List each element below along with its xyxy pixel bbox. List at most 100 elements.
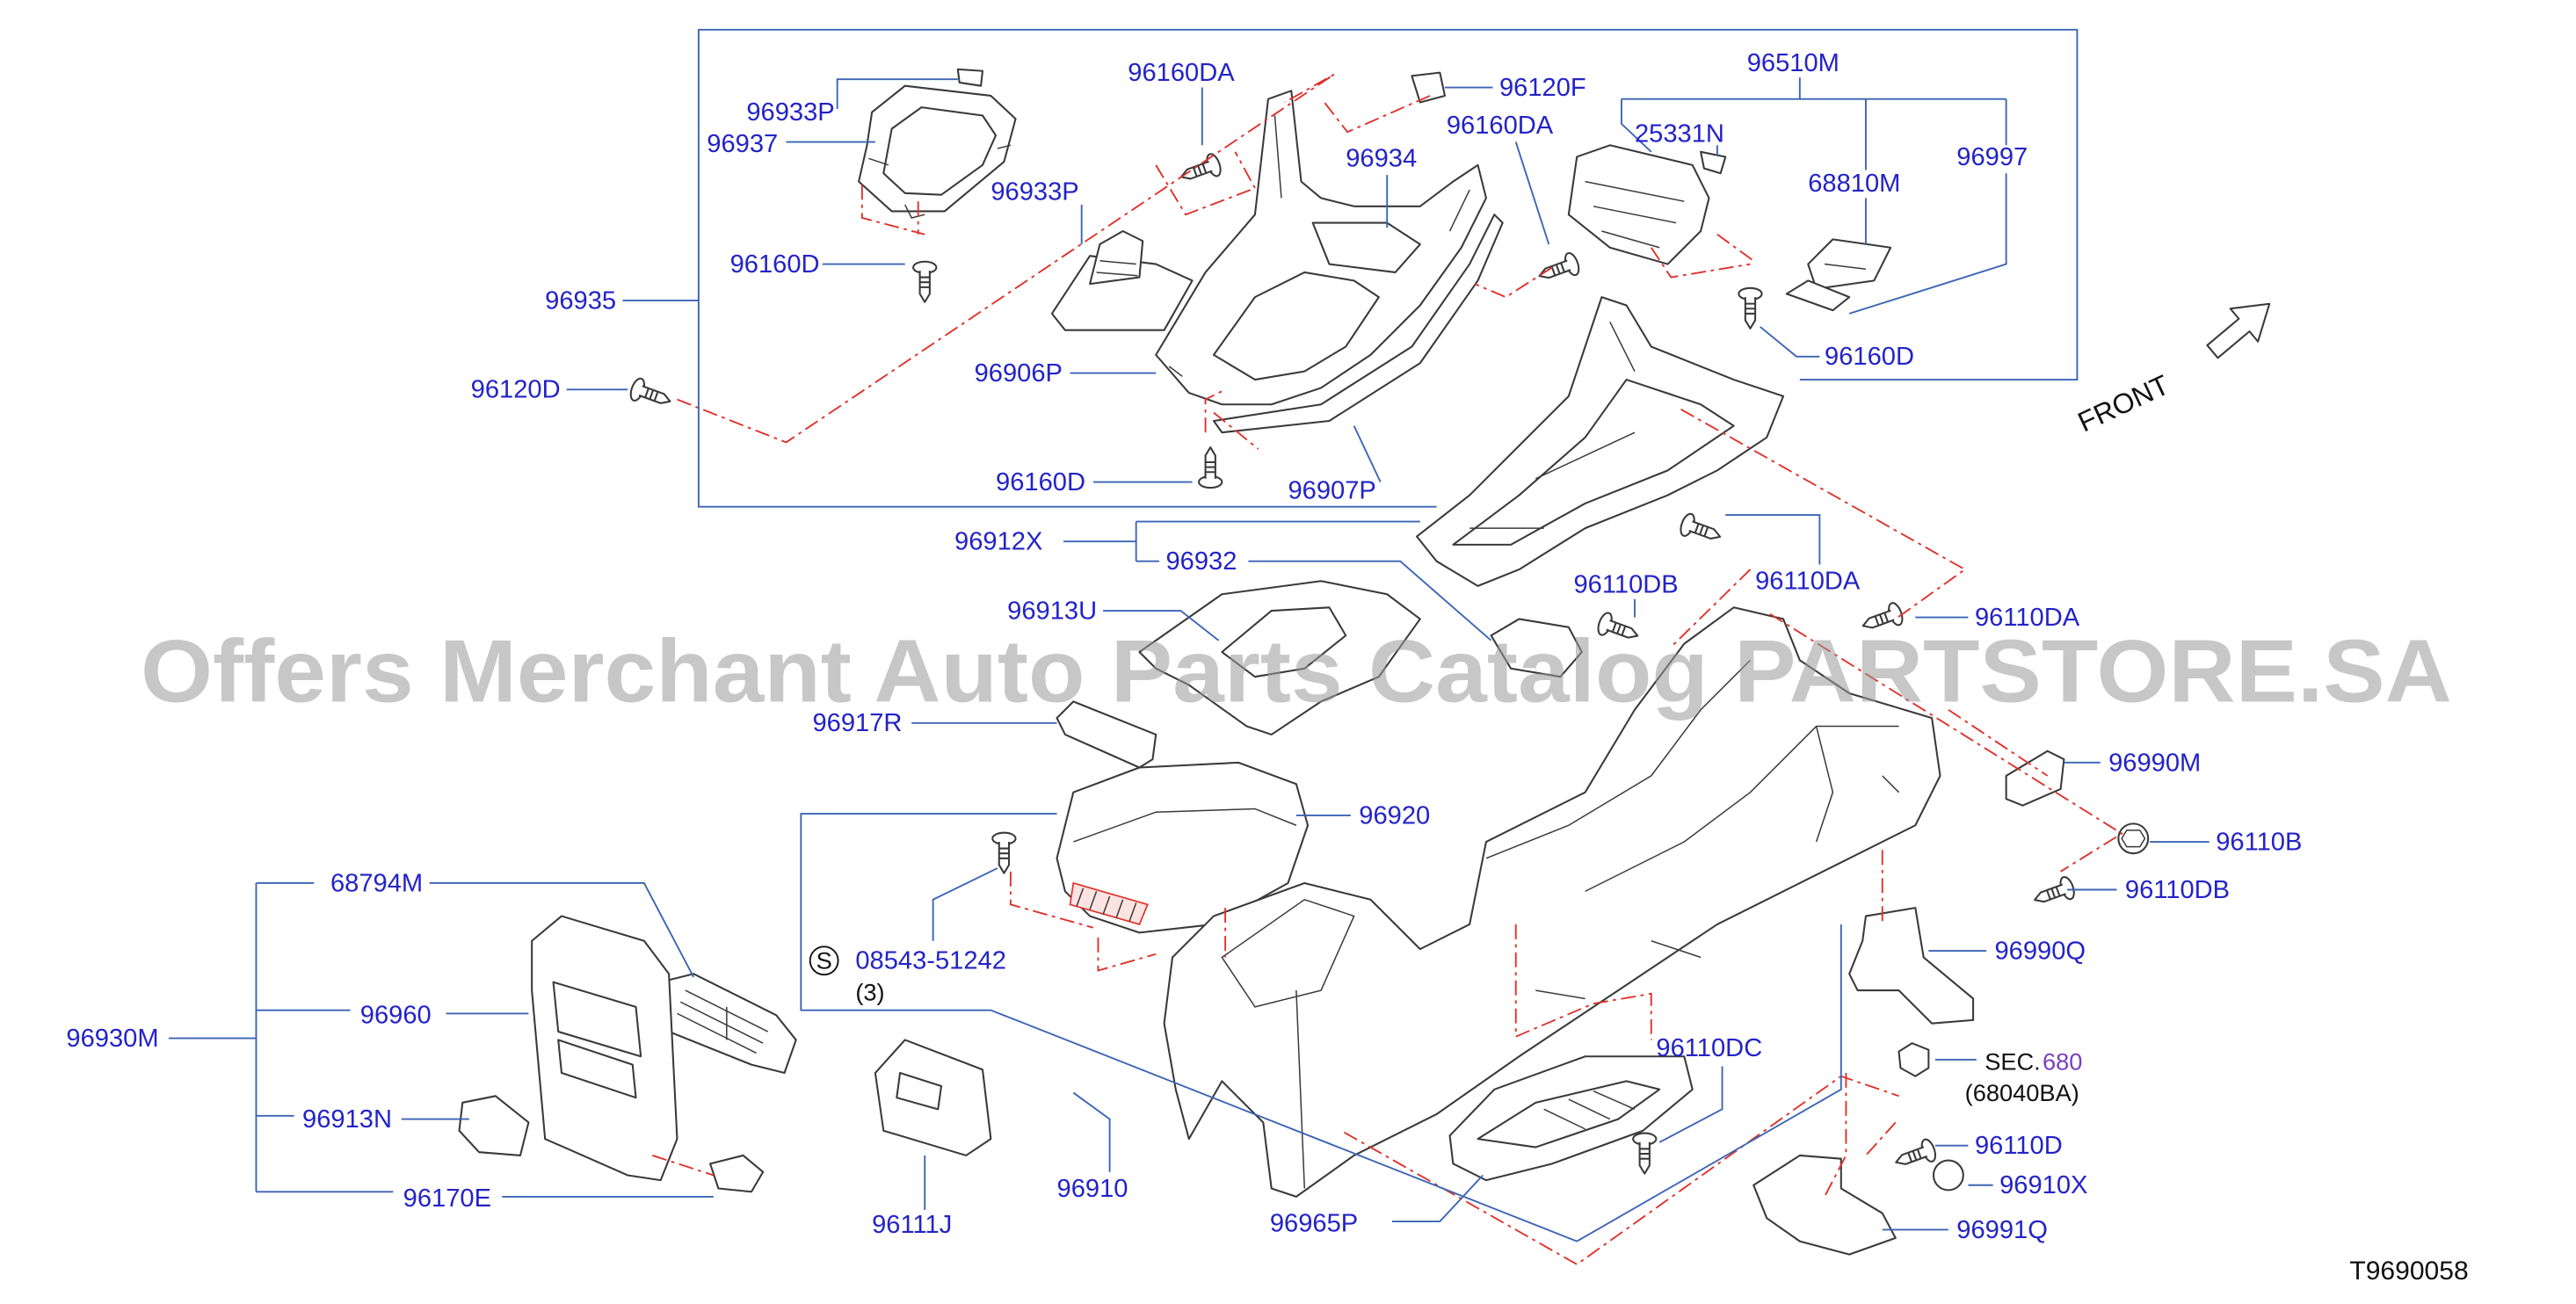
part-96990m-bracket xyxy=(2005,750,2065,807)
leader-96965p xyxy=(1391,1174,1484,1223)
leader-96913u xyxy=(1103,610,1220,641)
screw-96160d-bezel xyxy=(912,260,938,303)
leader-96933p-top xyxy=(836,78,958,109)
part-96990q-bracket xyxy=(1848,907,1975,1025)
label-96935: 96935 xyxy=(545,286,616,315)
front-arrow-icon xyxy=(2206,302,2271,359)
label-96937: 96937 xyxy=(707,130,778,158)
standard-part-symbol: S xyxy=(816,947,832,974)
part-96933p-tab xyxy=(956,68,984,87)
leader-96907p xyxy=(1353,425,1382,482)
label-96110d: 96110D xyxy=(1975,1132,2063,1160)
part-96932-bracket xyxy=(1490,618,1583,678)
label-96917r: 96917R xyxy=(812,709,902,737)
label-96910: 96910 xyxy=(1057,1175,1128,1203)
label-96991q: 96991Q xyxy=(1956,1216,2048,1244)
diagram-code: T9690058 xyxy=(2349,1257,2468,1286)
label-96907p: 96907P xyxy=(1288,476,1376,504)
label-96933p-top: 96933P xyxy=(746,98,834,127)
part-96937-shift-bezel xyxy=(858,84,1017,219)
leader-lines xyxy=(168,28,2210,1242)
assembly-line xyxy=(1514,924,1652,1040)
part-96912x-console-panel xyxy=(1415,296,1785,587)
assembly-line xyxy=(651,1155,715,1177)
assembly-line xyxy=(1155,151,1257,216)
leader-68794m xyxy=(429,882,695,978)
leader-96912x xyxy=(1063,520,1420,562)
assembly-line xyxy=(1204,388,1259,450)
assembly-line xyxy=(1824,850,1897,1198)
label-96933p-boot: 96933P xyxy=(990,177,1078,206)
label-96160d-right: 96160D xyxy=(1825,343,1914,371)
label-96913n: 96913N xyxy=(302,1105,392,1134)
screw-96120d xyxy=(627,375,675,414)
screw-96110d xyxy=(1890,1136,1940,1175)
label-96120f: 96120F xyxy=(1499,74,1586,102)
leader-96110da-mid xyxy=(1725,514,1821,565)
part-96917r-hinge-cover xyxy=(1056,700,1157,769)
assembly-line xyxy=(1670,569,1752,648)
label-08543-51242: 08543-51242 xyxy=(855,947,1006,975)
part-96960-rear-panel xyxy=(531,915,678,1182)
part-96910-console-box xyxy=(1163,606,1941,1198)
label-96990m: 96990M xyxy=(2108,749,2201,777)
screw-96110db-lower xyxy=(2029,873,2078,912)
label-96920: 96920 xyxy=(1359,801,1430,829)
label-96965p: 96965P xyxy=(1270,1209,1358,1237)
label-96160da-top: 96160DA xyxy=(1128,59,1235,87)
watermark: Offers Merchant Auto Parts Catalog PARTS… xyxy=(141,621,2452,721)
part-labels: 96933P 96937 96160DA 96120F 96160DA 9651… xyxy=(66,49,2468,1286)
section-ref-part: (68040BA) xyxy=(1965,1079,2079,1106)
screw-08543-51242 xyxy=(991,831,1017,874)
screw-96160d-right xyxy=(1738,286,1763,330)
leader-96932 xyxy=(1248,560,1492,641)
label-96160d-bezel: 96160D xyxy=(730,250,820,279)
assembly-line xyxy=(860,185,925,235)
part-96913u-console-insert xyxy=(1138,580,1421,735)
part-96933p-shift-boot xyxy=(1050,229,1194,331)
parts-layer xyxy=(458,68,2150,1256)
assembly-line xyxy=(1474,266,1553,299)
label-96110da-mid: 96110DA xyxy=(1755,568,1861,596)
label-96110b: 96110B xyxy=(2216,828,2302,856)
leader-96160da-right xyxy=(1514,141,1550,245)
label-96934: 96934 xyxy=(1346,145,1417,173)
part-96510m-switch-assembly xyxy=(1567,144,1710,265)
part-68794m-rear-vent xyxy=(659,973,797,1075)
label-96160d-lower: 96160D xyxy=(996,468,1085,496)
group-box-console xyxy=(800,813,1842,1242)
part-96111j-bracket xyxy=(874,1039,992,1156)
standard-part-symbol-circle xyxy=(809,945,839,976)
assembly-line xyxy=(1650,233,1754,279)
section-680-link[interactable]: 680 xyxy=(2043,1047,2082,1075)
part-96997-bracket xyxy=(1785,279,1851,312)
part-96920-armrest-lid xyxy=(1056,761,1310,934)
label-96110db-lower: 96110DB xyxy=(2125,876,2230,904)
assembly-line xyxy=(1009,871,1227,972)
section-ref-prefix: SEC. xyxy=(1985,1047,2041,1075)
part-96920-hinge xyxy=(1069,881,1149,925)
label-96960: 96960 xyxy=(360,1002,432,1030)
front-label: FRONT xyxy=(2073,368,2174,438)
label-68810m: 68810M xyxy=(1808,170,1900,198)
assembly-line xyxy=(1324,95,1431,134)
assembly-line xyxy=(1769,612,2123,873)
label-96110dc: 96110DC xyxy=(1656,1034,1762,1062)
part-68040ba-nut xyxy=(1898,1042,1930,1077)
label-96906p: 96906P xyxy=(975,359,1063,388)
part-68810m-holder xyxy=(1807,238,1892,290)
screw-96110da-mid xyxy=(1677,511,1725,549)
screw-96160d-lower xyxy=(1198,446,1223,489)
leader-96910 xyxy=(1072,1091,1111,1172)
label-96160da-right: 96160DA xyxy=(1447,112,1554,140)
part-96906p-console-finisher xyxy=(1155,90,1487,406)
leader-96160d-right xyxy=(1760,326,1820,358)
label-96510m: 96510M xyxy=(1747,49,1839,77)
group-box-upper xyxy=(697,28,2079,508)
screw-96160da-right xyxy=(1534,250,1583,288)
part-96913n-cover xyxy=(458,1095,530,1156)
part-25331n-clip xyxy=(1700,150,1727,175)
label-96110db-upper: 96110DB xyxy=(1573,570,1678,598)
label-25331n: 25331N xyxy=(1635,120,1724,149)
label-96110da-right: 96110DA xyxy=(1975,604,2080,632)
